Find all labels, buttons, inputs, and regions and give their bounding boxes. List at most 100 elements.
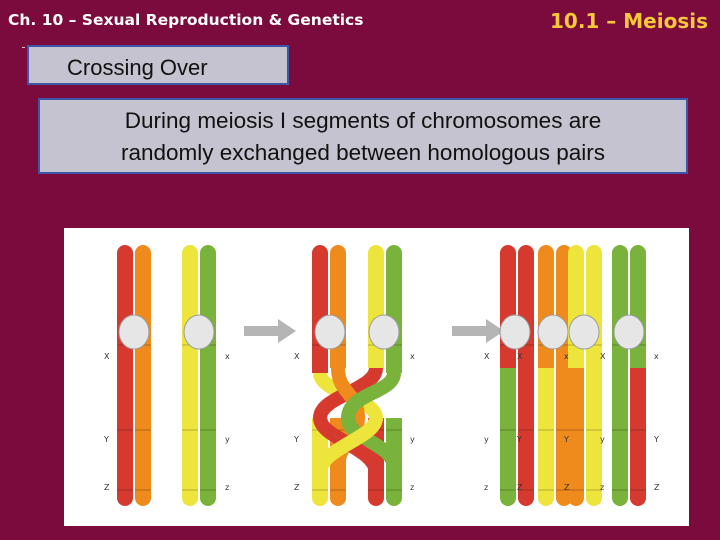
definition-box: During meiosis I segments of chromosomes…	[38, 98, 688, 174]
gene-label-right: y	[410, 435, 415, 444]
gene-label-right: y	[600, 435, 605, 444]
gene-label-left: Z	[517, 483, 523, 492]
centromere-3	[314, 314, 346, 350]
green-chromatid-bottom-cap	[200, 498, 216, 506]
gene-label-left: X	[517, 352, 523, 361]
arrow-2	[452, 319, 504, 343]
recombinant-orange-chromatid-top-cap	[538, 245, 554, 253]
centromere-5	[499, 314, 531, 350]
gene-label-right: x	[564, 352, 569, 361]
centromere-8	[613, 314, 645, 350]
yellow-chromatid-3-top-cap	[586, 245, 602, 253]
centromere-4	[368, 314, 400, 350]
gene-label-left: X	[600, 352, 606, 361]
gene-label-left: Y	[516, 435, 522, 444]
yellow-chromatid-3-segment	[586, 253, 602, 368]
red-chromatid-segment	[117, 253, 133, 498]
recombinant-red-chromatid-segment	[500, 368, 516, 498]
topic-label: Crossing Over	[67, 55, 208, 80]
section-title: 10.1 – Meiosis	[550, 9, 708, 33]
arrow-1	[244, 319, 296, 343]
orange-chromatid-segment	[135, 253, 151, 498]
recombinant-green-chromatid-bottom-cap	[630, 498, 646, 506]
orange-chromatid-3-top-cap	[556, 245, 572, 253]
green-chromatid-3-bottom-cap	[612, 498, 628, 506]
yellow-chromatid-segment	[182, 253, 198, 498]
yellow-chromatid-top-cap	[182, 245, 198, 253]
chapter-title: Ch. 10 – Sexual Reproduction & Genetics	[8, 11, 364, 29]
orange-chromatid-top-cap	[135, 245, 151, 253]
gene-label-right: x	[225, 352, 230, 361]
orange-chromatid-3-bottom-cap	[556, 498, 572, 506]
gene-label-left: Z	[564, 483, 570, 492]
twisted-orange-chromatid-bottom-cap	[330, 498, 346, 506]
twisted-yellow-chromatid-bottom-cap	[368, 498, 384, 506]
twisted-green-chromatid-bottom-cap	[386, 498, 402, 506]
twisted-yellow-chromatid-top-cap	[368, 245, 384, 253]
recombinant-yellow-chromatid-top-cap	[568, 245, 584, 253]
gene-label-left: X	[484, 352, 490, 361]
recombinant-yellow-chromatid-segment	[568, 368, 584, 498]
gene-label-right: y	[225, 435, 230, 444]
red-chromatid-bottom-cap	[117, 498, 133, 506]
red-chromatid-top-cap	[117, 245, 133, 253]
topic-box: Crossing Over	[27, 45, 289, 85]
recombinant-yellow-chromatid-segment	[568, 253, 584, 368]
red-chromatid-3-segment	[518, 253, 534, 368]
recombinant-yellow-chromatid-bottom-cap	[568, 498, 584, 506]
gene-label-left: Y	[103, 435, 109, 444]
gene-label-left: Y	[563, 435, 569, 444]
recombinant-green-chromatid-segment	[630, 253, 646, 368]
twisted-red-chromatid-segment	[312, 253, 328, 373]
green-chromatid-3-segment	[612, 253, 628, 498]
yellow-chromatid-bottom-cap	[182, 498, 198, 506]
centromere-6	[537, 314, 569, 350]
gene-label-left: Z	[104, 483, 110, 492]
gene-label-left: X	[104, 352, 110, 361]
green-chromatid-3-top-cap	[612, 245, 628, 253]
gene-label-right: z	[410, 483, 414, 492]
gene-label-right: x	[654, 352, 659, 361]
red-chromatid-3-bottom-cap	[518, 498, 534, 506]
red-chromatid-3-segment	[518, 368, 534, 498]
gene-label-right: y	[484, 435, 489, 444]
red-chromatid-3-top-cap	[518, 245, 534, 253]
gene-label-left: Y	[653, 435, 659, 444]
recombinant-red-chromatid-top-cap	[500, 245, 516, 253]
yellow-chromatid-3-segment	[586, 368, 602, 498]
definition-line-1: During meiosis I segments of chromosomes…	[124, 108, 602, 133]
twisted-yellow-chromatid-segment	[368, 253, 384, 368]
green-chromatid-top-cap	[200, 245, 216, 253]
twisted-red-chromatid-bottom-cap	[312, 498, 328, 506]
twisted-red-chromatid-top-cap	[312, 245, 328, 253]
gene-label-left: Z	[294, 483, 300, 492]
recombinant-green-chromatid-segment	[630, 368, 646, 498]
gene-label-right: z	[600, 483, 604, 492]
twisted-orange-chromatid-top-cap	[330, 245, 346, 253]
centromere-1	[118, 314, 150, 350]
recombinant-orange-chromatid-bottom-cap	[538, 498, 554, 506]
centromere-7	[568, 314, 600, 350]
twisted-green-chromatid-segment	[386, 253, 402, 373]
gene-label-right: x	[410, 352, 415, 361]
centromere-2	[183, 314, 215, 350]
twisted-orange-chromatid-segment	[330, 253, 346, 368]
twist-strand	[313, 416, 383, 475]
gene-label-left: X	[294, 352, 300, 361]
orange-chromatid-bottom-cap	[135, 498, 151, 506]
green-chromatid-segment	[200, 253, 216, 498]
yellow-chromatid-3-bottom-cap	[586, 498, 602, 506]
twist-strand	[340, 371, 401, 470]
definition-line-2: randomly exchanged between homologous pa…	[120, 140, 606, 165]
recombinant-orange-chromatid-segment	[538, 368, 554, 498]
recombinant-green-chromatid-top-cap	[630, 245, 646, 253]
gene-label-right: z	[225, 483, 229, 492]
recombinant-orange-chromatid-segment	[538, 253, 554, 368]
gene-label-left: Y	[293, 435, 299, 444]
gene-label-right: z	[484, 483, 488, 492]
recombinant-red-chromatid-bottom-cap	[500, 498, 516, 506]
recombinant-red-chromatid-segment	[500, 253, 516, 368]
twisted-green-chromatid-top-cap	[386, 245, 402, 253]
